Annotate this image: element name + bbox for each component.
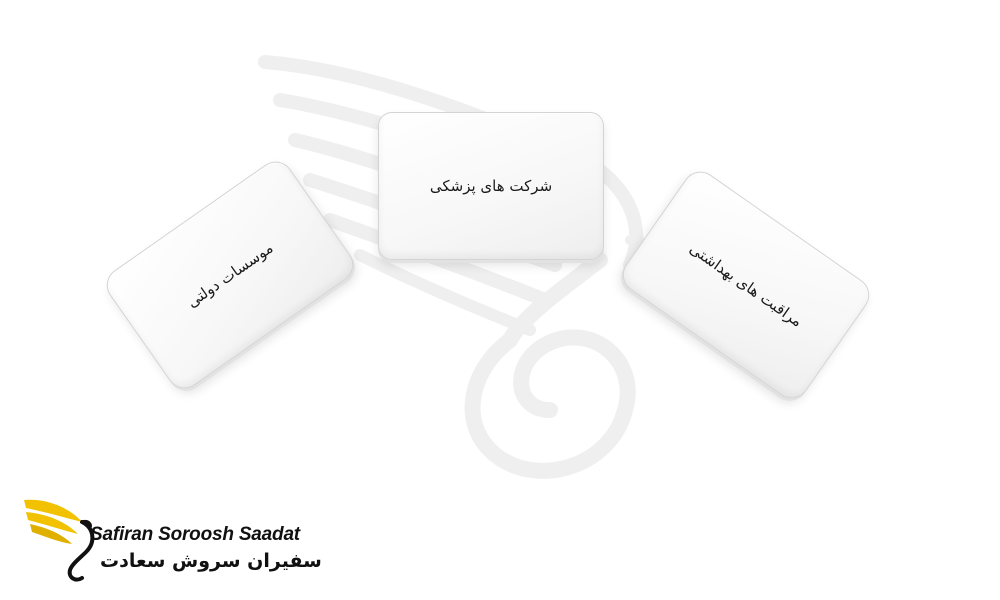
- node-label: مراقبت های بهداشتی: [686, 239, 806, 331]
- logo-text-fa: سفیران سروش سعادت: [100, 550, 322, 572]
- node-label: موسسات دولتی: [183, 238, 277, 312]
- logo-text-en: Safiran Soroosh Saadat: [90, 524, 300, 545]
- wing-logo-icon: [24, 499, 95, 582]
- company-logo: Safiran Soroosh Saadat سفیران سروش سعادت: [22, 494, 322, 584]
- node-label: شرکت های پزشکی: [429, 177, 553, 195]
- node-medical-companies: شرکت های پزشکی: [378, 112, 604, 260]
